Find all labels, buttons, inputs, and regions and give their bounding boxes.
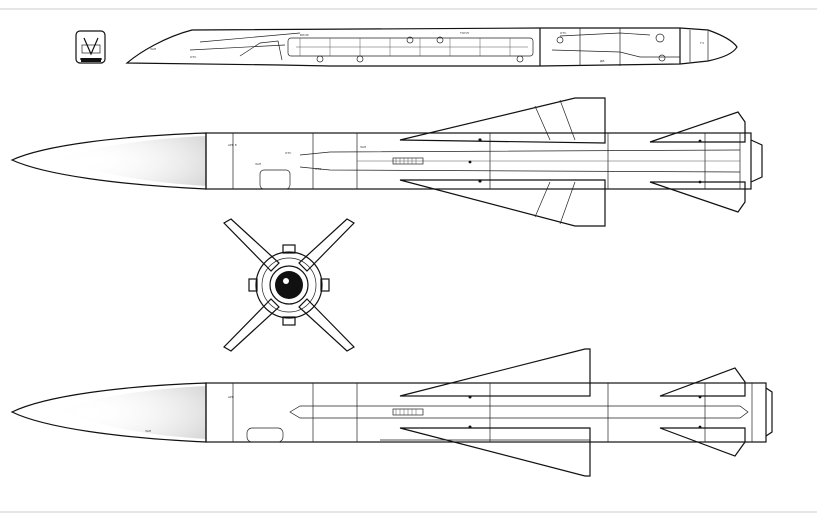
cutaway-body [125, 27, 738, 67]
svg-text:ЗАП: ЗАП [360, 145, 366, 149]
side-lower-wing [399, 179, 606, 227]
side-lower-tail [649, 181, 746, 213]
front-fin-upper-right [298, 218, 355, 272]
svg-text:ДВ: ДВ [600, 59, 604, 63]
front-fin-lower-right [298, 298, 355, 352]
svg-text:ОТС: ОТС [285, 151, 291, 155]
svg-text:ЗАП: ЗАП [145, 429, 151, 433]
svg-text:ОТС: ОТС [190, 55, 196, 59]
front-intake [275, 271, 303, 299]
plan-view: ЗАП АРЕ [10, 348, 773, 477]
svg-text:ОТС: ОТС [560, 31, 566, 35]
svg-text:ОТС: ОТС [315, 167, 321, 171]
front-view [223, 218, 355, 352]
plan-nose-cone [10, 382, 207, 443]
plan-upper-wing [399, 348, 591, 397]
cutaway-view: ЗАП ОТС БЛОК ТОПЛ ОТС ДВ ГЧ [75, 27, 738, 67]
detail-inset [75, 30, 106, 64]
front-fin-upper-left [223, 218, 280, 272]
svg-text:ТОПЛ: ТОПЛ [459, 31, 469, 35]
side-nose-cone [10, 132, 207, 190]
plan-lower-wing [399, 427, 591, 477]
front-body-ring [255, 251, 323, 319]
svg-text:ЗАП: ЗАП [255, 162, 261, 166]
svg-text:ЗАП: ЗАП [150, 47, 156, 51]
side-fuselage [205, 132, 752, 190]
side-upper-tail [649, 111, 746, 143]
side-view: АРЕ 8 ОТС ОТС ЗАП ЗАП [10, 97, 763, 227]
plan-lower-tail [659, 427, 746, 457]
plan-upper-tail [659, 367, 746, 397]
side-upper-wing [399, 97, 606, 144]
svg-text:ГЧ: ГЧ [700, 41, 704, 45]
svg-text:БЛОК: БЛОК [300, 33, 310, 37]
svg-text:АРЕ: АРЕ [228, 395, 234, 399]
plan-fuselage [205, 382, 767, 443]
svg-text:АРЕ 8: АРЕ 8 [228, 143, 237, 147]
front-fin-lower-left [223, 298, 280, 352]
